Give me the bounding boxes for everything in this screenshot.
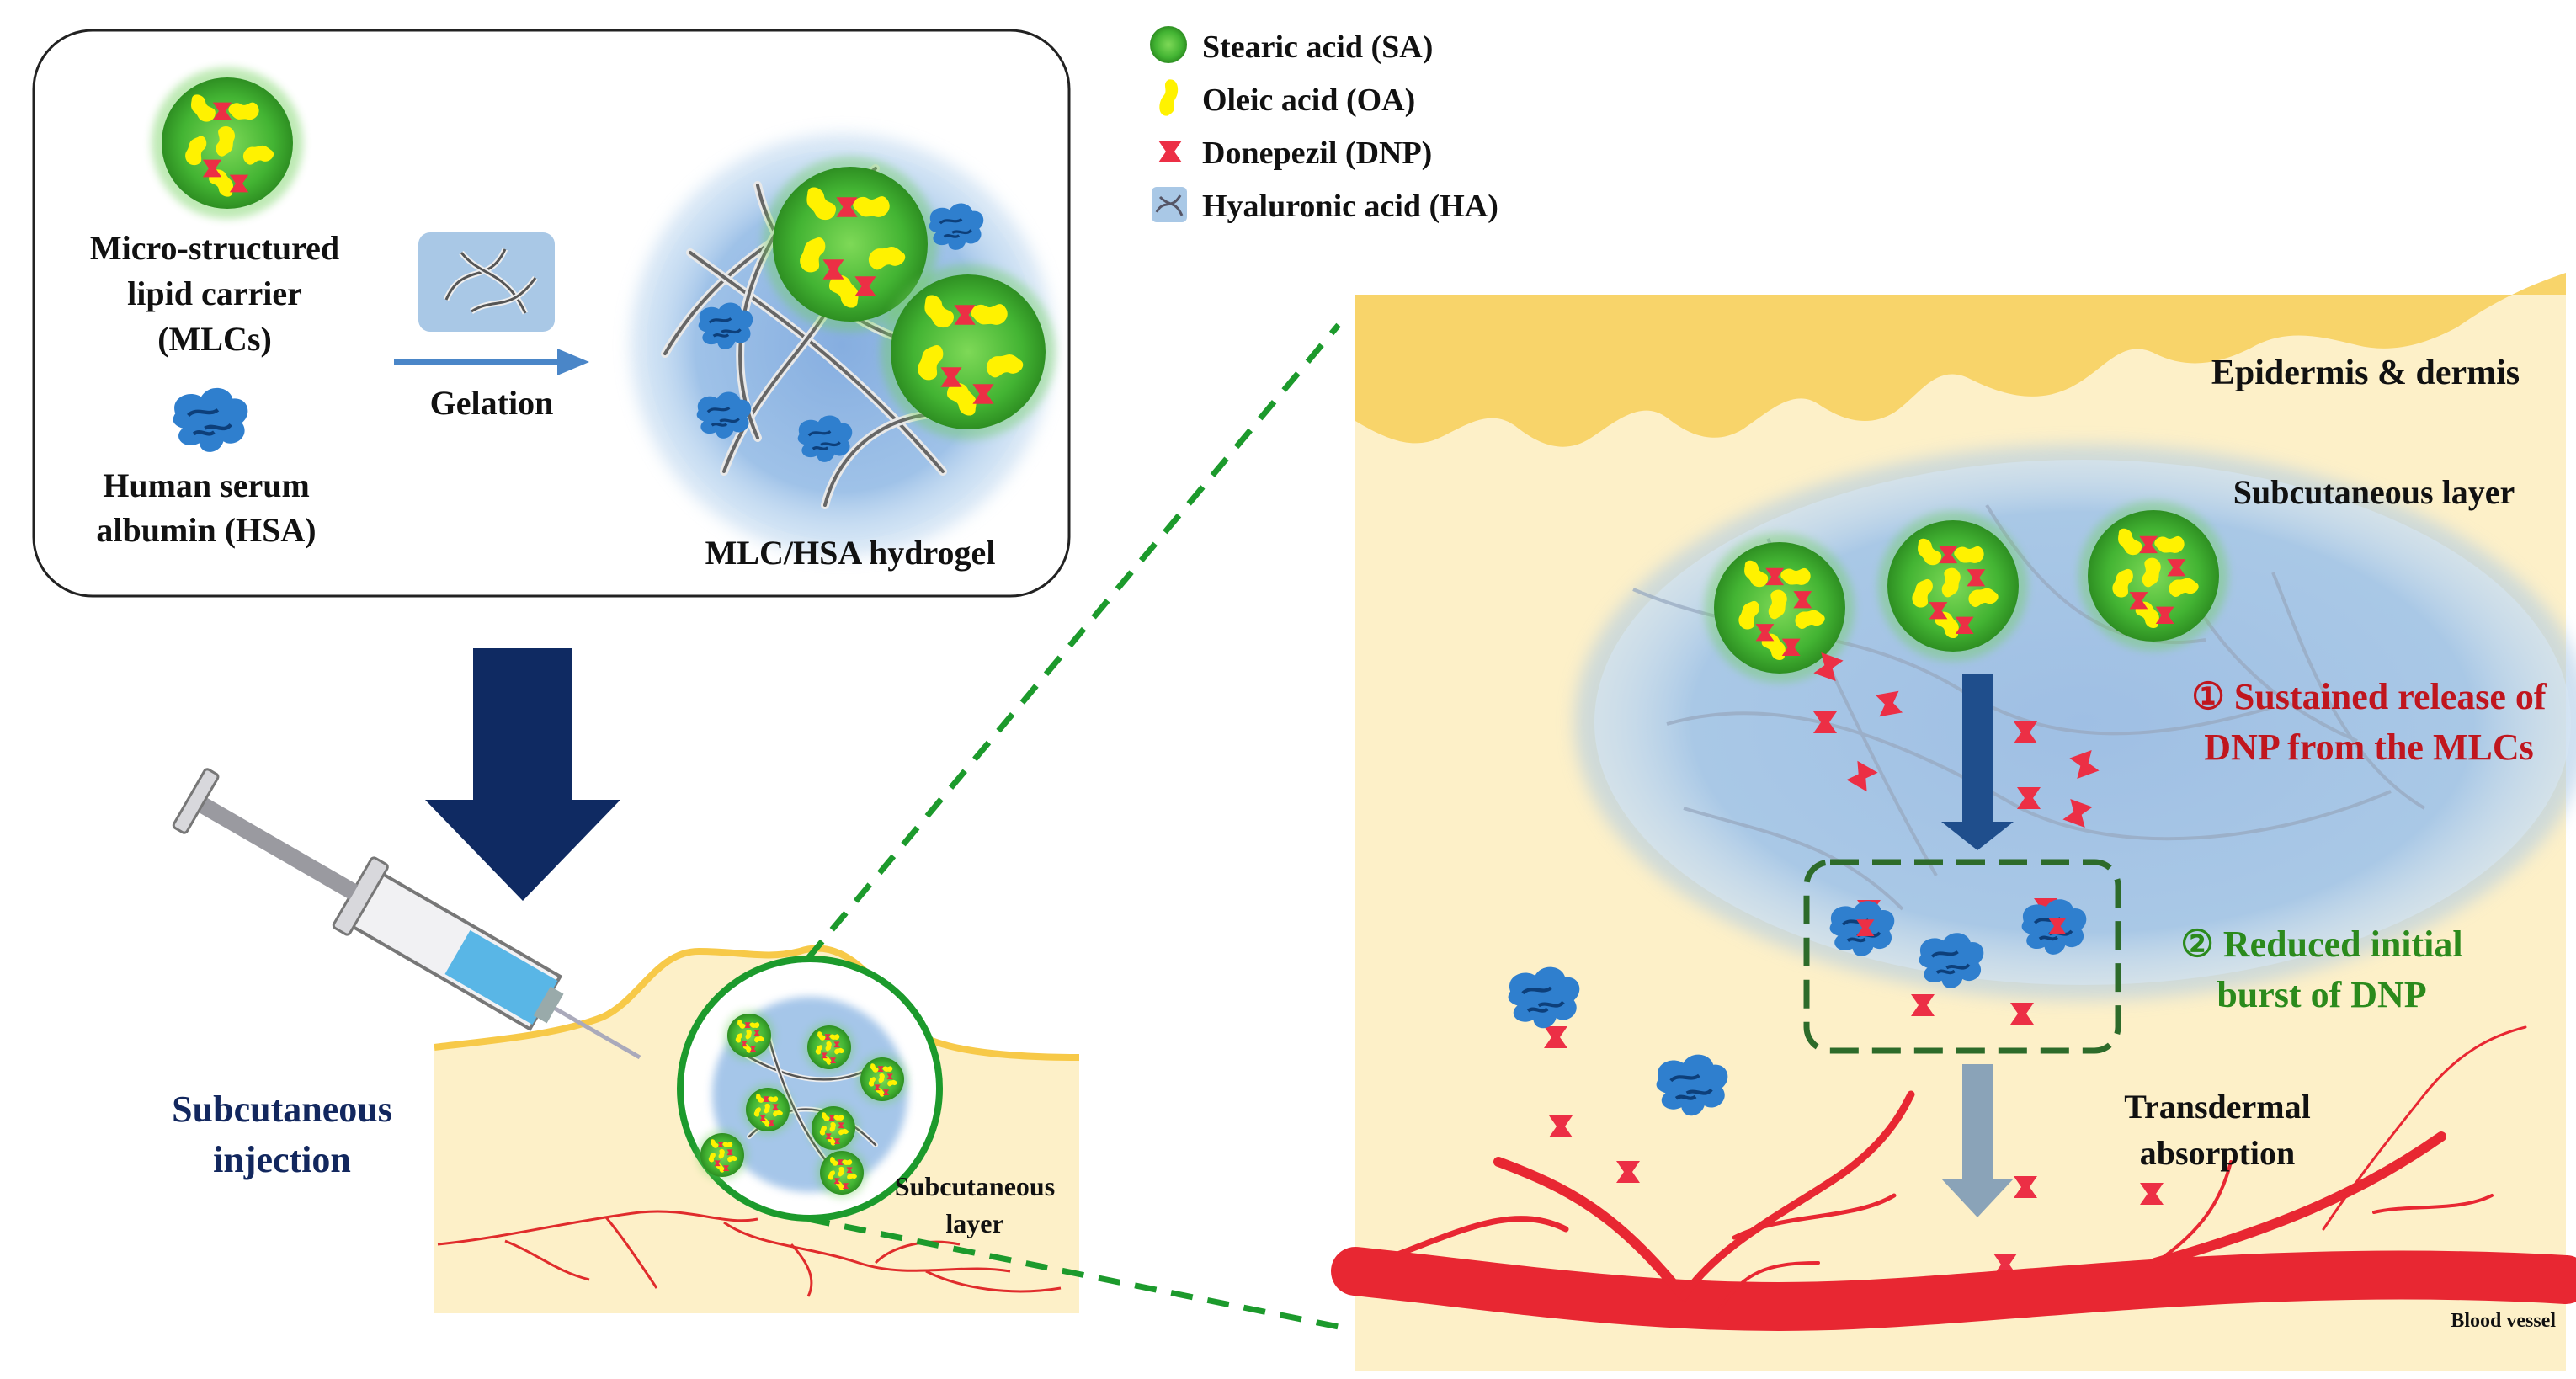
gelation-label: Gelation <box>430 384 554 422</box>
subcutaneous-label: Subcutaneous layer <box>2233 473 2515 511</box>
hsa-label-2: albumin (HSA) <box>96 511 316 549</box>
zoom-lines <box>806 322 1341 1330</box>
yellow-lipid-icon <box>1159 79 1179 116</box>
legend-label-oa: Oleic acid (OA) <box>1202 83 1415 118</box>
zoom-panel <box>1331 273 2576 1371</box>
legend-label-dnp: Donepezil (DNP) <box>1202 136 1432 171</box>
hsa-label-1: Human serum <box>103 466 310 504</box>
hyaluronic-acid-icon <box>418 232 555 332</box>
mlc-label-1: Micro-structured <box>90 229 339 267</box>
blood-vessels <box>1331 1025 2576 1331</box>
step2-label-1: ② Reduced initial <box>2180 924 2462 965</box>
transdermal-label-2: absorption <box>2140 1134 2296 1172</box>
absorption-arrow <box>1941 1064 2014 1217</box>
mlc-particle <box>1878 511 2028 661</box>
mlc-particle <box>808 1103 859 1153</box>
mlc-particle <box>2078 501 2228 651</box>
injection-label-2: injection <box>213 1139 351 1180</box>
epidermis-label: Epidermis & dermis <box>2211 354 2520 392</box>
mlc-label-3: (MLCs) <box>157 320 272 358</box>
mlc-particle <box>804 1022 854 1073</box>
gelation-arrow <box>394 349 589 375</box>
mlc-particle <box>742 1084 793 1135</box>
mlc-particle <box>1705 533 1855 683</box>
mlc-particle <box>724 1010 774 1061</box>
blood-vessel-label: Blood vessel <box>2451 1310 2556 1332</box>
mlc-particle <box>697 1130 748 1180</box>
legend-label-sa: Stearic acid (SA) <box>1202 29 1433 65</box>
red-bowtie-icon <box>1158 141 1182 162</box>
legend-label-ha: Hyaluronic acid (HA) <box>1202 189 1498 224</box>
mlc-particle <box>817 1147 867 1198</box>
hsa-binding-box <box>1803 859 2121 1054</box>
epidermis-layer <box>1355 273 2566 447</box>
zoom-mlc-row <box>1705 501 2228 683</box>
green-sphere-icon <box>1150 26 1187 63</box>
preparation-panel: Micro-structured lipid carrier (MLCs) Hu… <box>32 29 1071 598</box>
skin-layer-label-1: Subcutaneous <box>895 1171 1055 1201</box>
transdermal-label-1: Transdermal <box>2124 1088 2310 1126</box>
injection-label-1: Subcutaneous <box>172 1089 392 1130</box>
syringe <box>172 768 641 1060</box>
step2-label-2: burst of DNP <box>2217 974 2426 1015</box>
step1-label-2: DNP from the MLCs <box>2204 727 2533 768</box>
process-arrow-down <box>425 648 620 901</box>
hydrogel-cluster <box>631 135 1056 556</box>
release-arrow <box>1941 674 2014 850</box>
hyaluronic-network-icon <box>1152 187 1187 222</box>
legend: Stearic acid (SA) Oleic acid (OA) Donepe… <box>1150 26 1498 224</box>
mlc-label-2: lipid carrier <box>127 274 302 312</box>
step1-label-1: ① Sustained release of <box>2191 676 2547 717</box>
injected-mlc-group <box>697 1010 907 1198</box>
mlc-particle <box>857 1054 907 1105</box>
hydrogel-label: MLC/HSA hydrogel <box>705 534 996 572</box>
mlc-particle <box>152 67 303 219</box>
skin-layer-label-2: layer <box>945 1208 1003 1238</box>
